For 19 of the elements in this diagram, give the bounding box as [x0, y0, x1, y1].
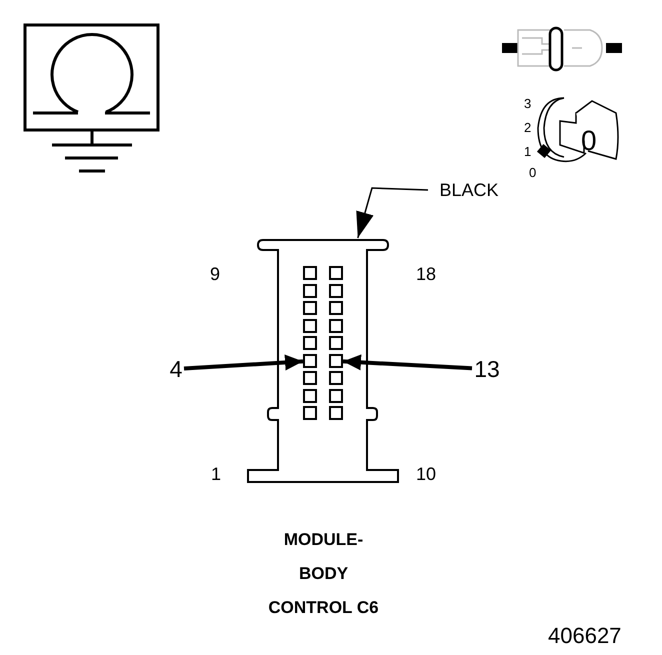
pin-number-label: 1 — [211, 465, 222, 483]
key-position-number: 3 — [524, 97, 532, 110]
leader-line — [356, 187, 428, 238]
key-position-number: 2 — [524, 121, 532, 134]
pin-number-label: 4 — [168, 358, 184, 380]
connector-caption: MODULE- BODY CONTROL C6 — [267, 529, 380, 619]
arrow — [184, 354, 304, 370]
wire-color-label: BLACK — [432, 180, 506, 200]
figure-number: 406627 — [548, 625, 622, 647]
pin-cavity — [329, 354, 343, 368]
pin-number-label: 10 — [416, 465, 436, 483]
key-position-number: 1 — [524, 145, 532, 158]
pin-number-label: 9 — [210, 265, 220, 283]
arrow — [342, 354, 472, 370]
pin-number-label: 18 — [416, 265, 436, 283]
key-position-number: 0 — [529, 166, 536, 179]
pin-cavity — [303, 354, 317, 368]
connector-drawing — [248, 238, 398, 484]
pin-number-label: 13 — [472, 358, 502, 380]
